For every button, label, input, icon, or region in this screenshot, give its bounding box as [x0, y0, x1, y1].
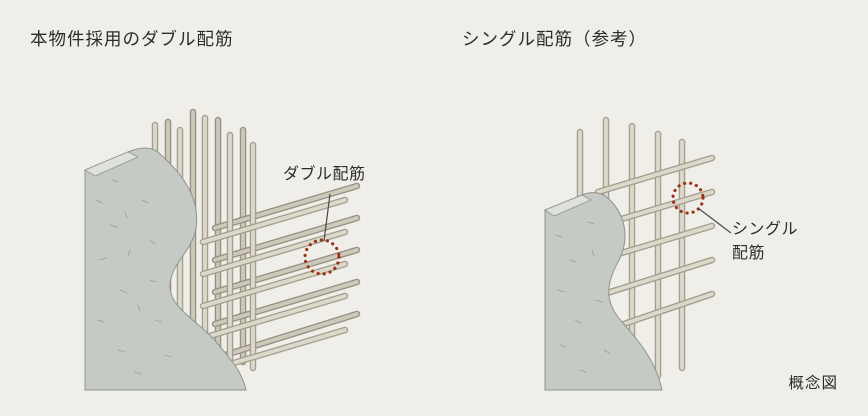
single-rebar-illustration [544, 120, 732, 391]
double-rebar-illustration [84, 112, 357, 391]
concrete-wall-right [544, 192, 663, 391]
single-leader-line [697, 207, 732, 234]
concrete-wall-left [84, 147, 247, 391]
double-leader-line [323, 193, 331, 242]
single-highlight-circle [671, 181, 705, 215]
single-rebar-callout-label: シングル配筋 [732, 221, 799, 262]
right-figure-title: シングル配筋（参考） [462, 29, 647, 49]
double-rebar-callout-label: ダブル配筋 [283, 166, 366, 183]
diagram-caption: 概念図 [788, 375, 838, 392]
left-figure-title: 本物件採用のダブル配筋 [30, 29, 234, 49]
double-highlight-circle [303, 238, 341, 276]
